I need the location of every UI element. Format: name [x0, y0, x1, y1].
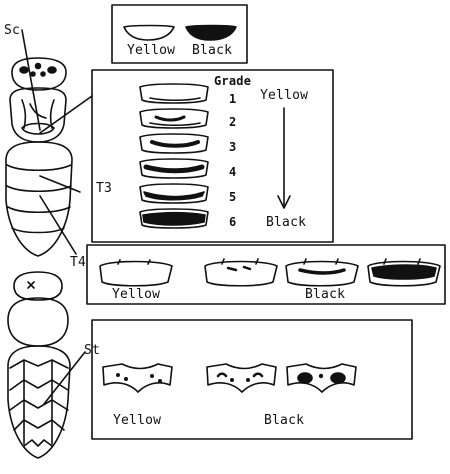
grade-2-label: 2: [229, 115, 236, 129]
sternite-yellow-shape: [103, 364, 172, 392]
tergite3-grade-3-shape: [140, 134, 208, 153]
tergite3-grade-4-shape: [140, 159, 208, 178]
grade-title: Grade: [214, 74, 251, 88]
label-sc: Sc: [4, 24, 20, 38]
sternite-black-label: Black: [264, 414, 304, 428]
tergite3-black-label: Black: [266, 216, 306, 230]
label-st: St: [84, 344, 100, 358]
tergite4-black-label: Black: [305, 288, 345, 302]
sternite-yellow-label: Yellow: [113, 414, 161, 428]
grade-5-label: 5: [229, 190, 236, 204]
scutellum-yellow-label: Yellow: [127, 44, 175, 58]
bee-ventral-illustration: [8, 272, 70, 458]
sternite-black-grade-a-shape: [207, 364, 276, 392]
label-t4: T4: [70, 256, 86, 270]
tergite4-black-grade-b-shape: [286, 259, 358, 286]
pointer-t4: [40, 196, 76, 254]
bee-dorsal-illustration: [6, 58, 72, 256]
tergite3-grade-6-shape: [140, 209, 208, 228]
grade-4-label: 4: [229, 165, 236, 179]
tergite4-yellow-shape: [100, 260, 172, 286]
scutellum-yellow-shape: [124, 26, 174, 41]
sternite-black-grade-b-shape: [287, 364, 356, 392]
grade-1-label: 1: [229, 92, 236, 106]
scutellum-black-shape: [186, 26, 236, 41]
tergite3-grade-5-shape: [140, 184, 208, 203]
grade-3-label: 3: [229, 140, 236, 154]
tergite3-grade-2-shape: [140, 109, 208, 128]
grade-6-label: 6: [229, 215, 236, 229]
pointer-st: [44, 352, 85, 404]
tergite3-grade-1-shape: [140, 84, 208, 103]
tergite3-yellow-label: Yellow: [260, 89, 308, 103]
label-t3: T3: [96, 182, 112, 196]
tergite4-yellow-label: Yellow: [112, 288, 160, 302]
scutellum-black-label: Black: [192, 44, 232, 58]
tergite4-black-grade-a-shape: [205, 259, 277, 286]
tergite4-black-grade-c-shape: [368, 259, 440, 286]
